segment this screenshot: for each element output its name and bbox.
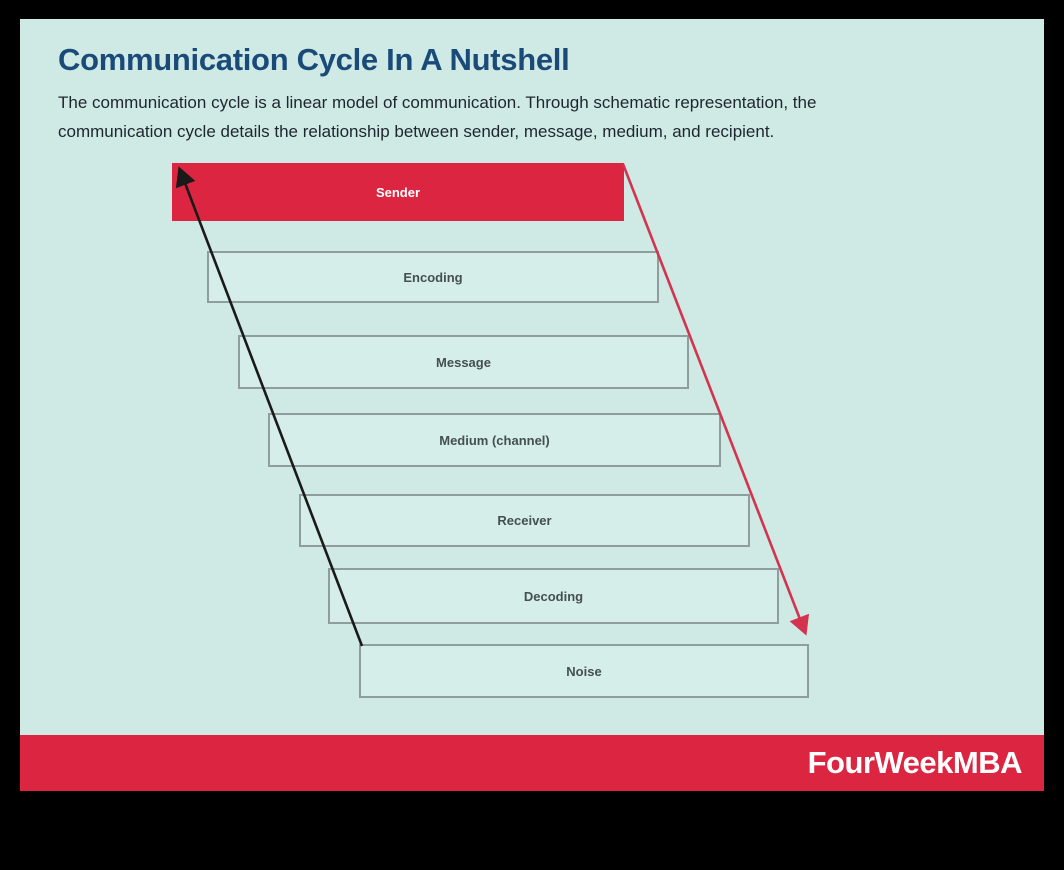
diagram-box-message: Message: [238, 335, 689, 389]
diagram-box-label: Decoding: [523, 588, 584, 604]
page-title: Communication Cycle In A Nutshell: [58, 42, 570, 77]
diagram-box-noise: Noise: [359, 644, 809, 698]
brand-logo: FourWeekMBA: [807, 745, 1023, 780]
diagram-box-sender: Sender: [172, 163, 624, 221]
diagram-box-label: Noise: [566, 663, 602, 679]
diagram-box-label: Sender: [375, 184, 421, 200]
diagram-box-label: Message: [436, 354, 491, 370]
page-description: The communication cycle is a linear mode…: [58, 93, 817, 141]
diagram-box-label: Receiver: [497, 513, 552, 528]
diagram-box-receiver: Receiver: [299, 494, 750, 547]
brand-footer: FourWeekMBA: [20, 735, 1044, 791]
diagram-box-encoding: Encoding: [207, 251, 659, 303]
diagram-box-decoding: Decoding: [328, 568, 779, 624]
diagram-box-medium: Medium (channel): [268, 413, 721, 467]
diagram-box-label: Medium (channel): [439, 432, 550, 448]
diagram-box-label: Encoding: [403, 269, 463, 285]
